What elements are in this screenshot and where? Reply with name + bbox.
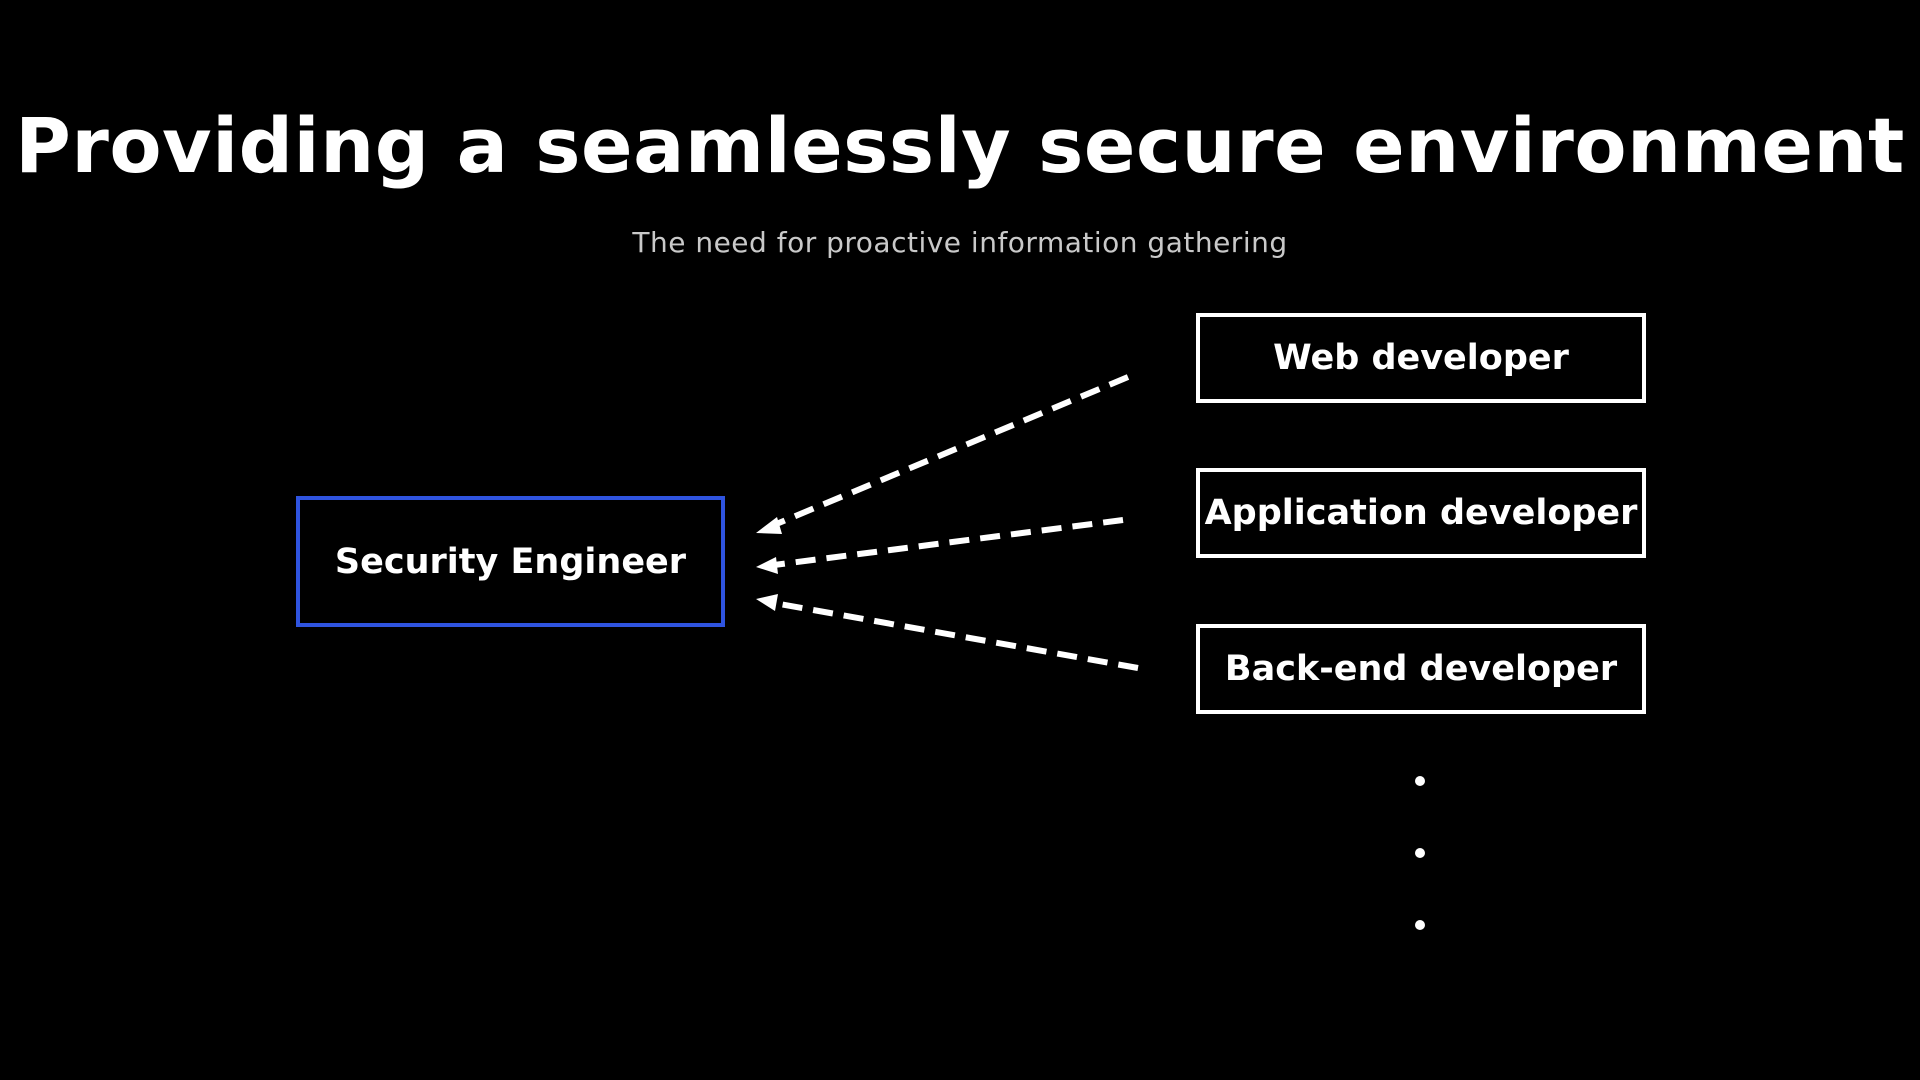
application-developer-label: Application developer — [1204, 493, 1638, 533]
slide-title: Providing a seamlessly secure environmen… — [15, 101, 1905, 190]
arrowhead-backend-icon — [756, 594, 778, 611]
arrow-web-to-security — [772, 374, 1130, 528]
slide-subtitle: The need for proactive information gathe… — [632, 226, 1288, 259]
arrowhead-application-icon — [756, 557, 778, 574]
ellipsis-dot-icon — [1415, 848, 1425, 858]
web-developer-label: Web developer — [1273, 338, 1569, 378]
back-end-developer-box: Back-end developer — [1196, 624, 1646, 714]
security-engineer-box: Security Engineer — [296, 496, 725, 627]
ellipsis-dot-icon — [1415, 920, 1425, 930]
security-engineer-label: Security Engineer — [334, 541, 687, 582]
arrow-backend-to-security — [773, 600, 1139, 671]
back-end-developer-label: Back-end developer — [1224, 649, 1618, 689]
application-developer-box: Application developer — [1196, 468, 1646, 558]
web-developer-box: Web developer — [1196, 313, 1646, 403]
arrow-application-to-security — [773, 517, 1124, 568]
arrowhead-web-icon — [756, 517, 782, 534]
ellipsis-dot-icon — [1415, 776, 1425, 786]
